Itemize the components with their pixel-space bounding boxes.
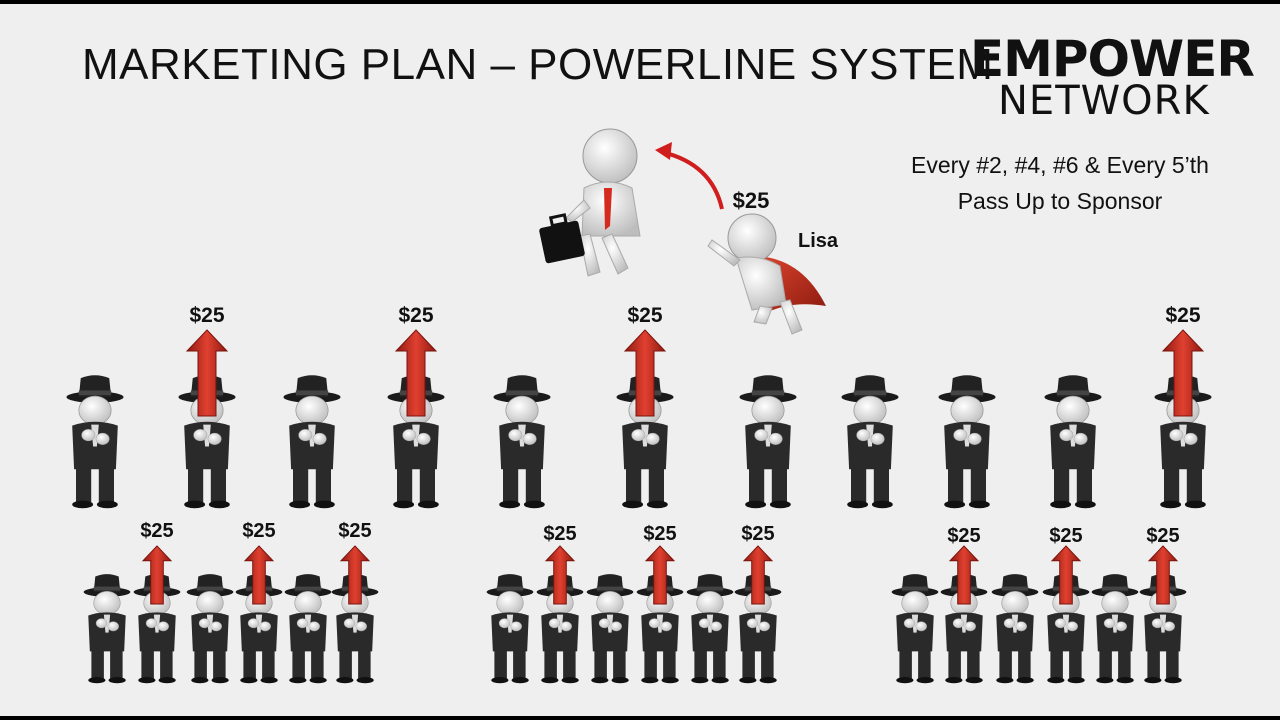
sponsor-figure xyxy=(539,129,640,276)
agent-figure xyxy=(842,375,899,508)
agent-figure xyxy=(284,375,341,508)
slide: MARKETING PLAN – POWERLINE SYSTEM EMPOWE… xyxy=(0,4,1280,716)
pass-up-amount-label: $25 xyxy=(741,523,774,546)
agent-figure xyxy=(487,574,534,683)
pass-up-amount-label: $25 xyxy=(643,523,676,546)
pass-up-amount-label: $25 xyxy=(1165,304,1200,328)
agent-figure xyxy=(494,375,551,508)
sponsor-pass-up-amount: $25 xyxy=(733,188,770,214)
pass-up-amount-label: $25 xyxy=(140,520,173,543)
pass-up-amount-label: $25 xyxy=(242,520,275,543)
pass-up-amount-label: $25 xyxy=(398,304,433,328)
agent-figure xyxy=(84,574,131,683)
agent-figure xyxy=(1045,375,1102,508)
agent-figure xyxy=(992,574,1039,683)
agent-figure xyxy=(687,574,734,683)
downline-figures xyxy=(67,375,1212,683)
agent-figure xyxy=(67,375,124,508)
member-name-lisa: Lisa xyxy=(798,230,838,253)
agent-figure xyxy=(892,574,939,683)
pass-up-amount-label: $25 xyxy=(338,520,371,543)
pass-up-amount-label: $25 xyxy=(1146,525,1179,548)
pass-up-amount-label: $25 xyxy=(1049,525,1082,548)
agent-figure xyxy=(285,574,332,683)
pass-up-curve-arrow xyxy=(662,152,722,209)
pass-up-amount-label: $25 xyxy=(189,304,224,328)
agent-figure xyxy=(740,375,797,508)
agent-figure xyxy=(587,574,634,683)
agent-figure xyxy=(187,574,234,683)
agent-figure xyxy=(939,375,996,508)
agent-figure xyxy=(1092,574,1139,683)
pass-up-curve-arrowhead xyxy=(655,142,672,160)
pass-up-amount-label: $25 xyxy=(543,523,576,546)
pass-up-amount-label: $25 xyxy=(947,525,980,548)
powerline-diagram xyxy=(0,4,1280,716)
pass-up-amount-label: $25 xyxy=(627,304,662,328)
